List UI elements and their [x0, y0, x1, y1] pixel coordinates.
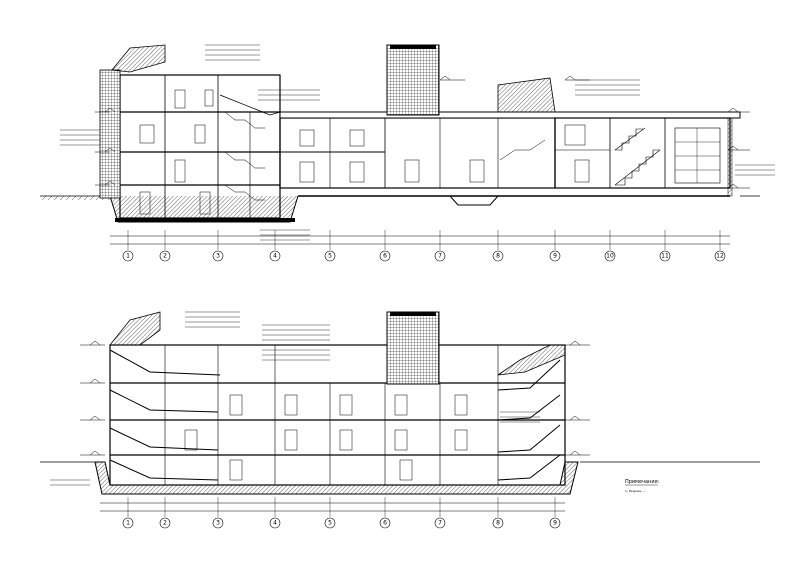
axis-bubble: [269, 517, 281, 529]
bottom-left-ramps: [109, 349, 221, 481]
notes-title: Примечания:: [625, 479, 660, 485]
top-annotation-leaders: [60, 44, 775, 241]
axis-bubble: [549, 517, 561, 529]
top-dimension-line: [110, 235, 730, 245]
axis-bubble: [604, 250, 616, 262]
axis-bubble: [659, 250, 671, 262]
bottom-main-block: [109, 344, 566, 486]
axis-label-7: 7: [438, 520, 442, 527]
top-right-block: [554, 117, 731, 189]
axis-label-10: 10: [606, 253, 614, 260]
axis-label-6: 6: [383, 253, 387, 260]
axis-label-6: 6: [383, 520, 387, 527]
axis-label-9: 9: [553, 253, 557, 260]
axis-bubble: [122, 250, 134, 262]
axis-bubble: [379, 517, 391, 529]
axis-bubble: [434, 250, 446, 262]
bottom-tower: [386, 311, 440, 385]
top-stair: [614, 127, 661, 186]
axis-label-11: 11: [661, 253, 669, 260]
top-left-roof: [111, 44, 166, 73]
top-foundation: [109, 195, 730, 223]
axis-bubble: [714, 250, 726, 262]
axis-label-1: 1: [126, 253, 130, 260]
notes-line-1: 1. Разрезы ...: [625, 489, 646, 493]
axis-label-8: 8: [496, 253, 500, 260]
axis-label-1: 1: [126, 520, 130, 527]
axis-bubble: [549, 250, 561, 262]
top-left-brick-wall: [99, 69, 121, 199]
axis-label-4: 4: [273, 253, 277, 260]
bottom-right-ramps: [497, 359, 561, 481]
axis-label-12: 12: [716, 253, 724, 260]
axis-label-2: 2: [163, 253, 167, 260]
axis-label-3: 3: [216, 253, 220, 260]
notes-block: Примечания: 1. Разрезы ...: [625, 479, 660, 493]
bottom-annotation-leaders: [50, 311, 540, 486]
axis-bubble: [122, 517, 134, 529]
axis-label-5: 5: [328, 520, 332, 527]
axis-label-3: 3: [216, 520, 220, 527]
bottom-right-roof: [497, 344, 566, 376]
axis-bubble: [324, 250, 336, 262]
axis-bubble: [269, 250, 281, 262]
axis-label-5: 5: [328, 253, 332, 260]
axis-bubble: [434, 517, 446, 529]
bottom-axis-markers: 1 2 3 4 5 6 7 8 9: [122, 497, 561, 529]
axis-bubble: [212, 250, 224, 262]
axis-label-9: 9: [553, 520, 557, 527]
bottom-left-roof: [109, 311, 161, 346]
bottom-foundation: [94, 461, 579, 495]
axis-bubble: [492, 250, 504, 262]
top-elevation-markers: [95, 75, 750, 189]
top-right-roof: [497, 77, 556, 113]
bottom-elevation-markers: [80, 340, 590, 456]
axis-bubble: [159, 250, 171, 262]
axis-label-8: 8: [496, 520, 500, 527]
top-section: [40, 44, 775, 245]
top-left-block: [119, 74, 281, 219]
top-middle-block: [279, 117, 556, 189]
axis-label-4: 4: [273, 520, 277, 527]
top-ground-line: [40, 195, 760, 200]
axis-label-2: 2: [163, 520, 167, 527]
axis-bubble: [492, 517, 504, 529]
top-tower: [386, 44, 440, 116]
axis-bubble: [324, 517, 336, 529]
axis-label-7: 7: [438, 253, 442, 260]
axis-bubble: [379, 250, 391, 262]
bottom-dimension-line: [100, 502, 565, 512]
axis-bubble: [159, 517, 171, 529]
axis-bubble: [212, 517, 224, 529]
bottom-section: [40, 311, 760, 512]
